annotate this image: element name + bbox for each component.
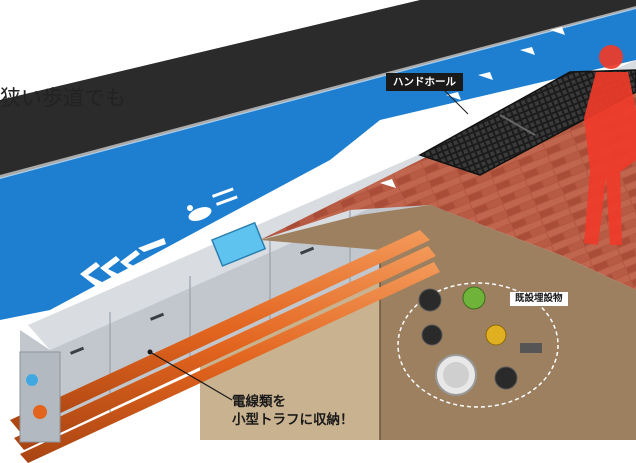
arrow-left-icon [80,238,166,288]
trough-end-port [26,374,38,386]
headline-caption: 狭い歩道でも [0,86,126,110]
handhole-leader [441,87,469,115]
callout-leader [149,351,233,401]
cable-callout: 電線類を 小型トラフに収納！ [232,393,354,429]
cable-callout-line2: 小型トラフに収納！ [232,412,354,428]
pedestrian-icon [187,187,238,221]
handhole-grate [418,69,636,176]
trough-end [19,351,61,443]
soil-cross-section [260,205,636,440]
buried-pipes [418,286,542,396]
existing-buried-region [397,282,559,408]
handhole-divider [499,114,536,136]
existing-buried-label: 既設埋設物 [510,292,568,306]
trough-end-pipe [33,405,47,419]
arrow-down-icon [380,27,565,188]
cable-callout-line1: 電線類を [232,394,286,410]
drain-inlet [211,221,267,267]
callout-dot [147,349,153,355]
handhole-label: ハンドホール [386,73,463,91]
orange-pipes [10,230,440,463]
lane-white-edge [0,6,636,179]
pedestrian-silhouette [584,45,636,245]
